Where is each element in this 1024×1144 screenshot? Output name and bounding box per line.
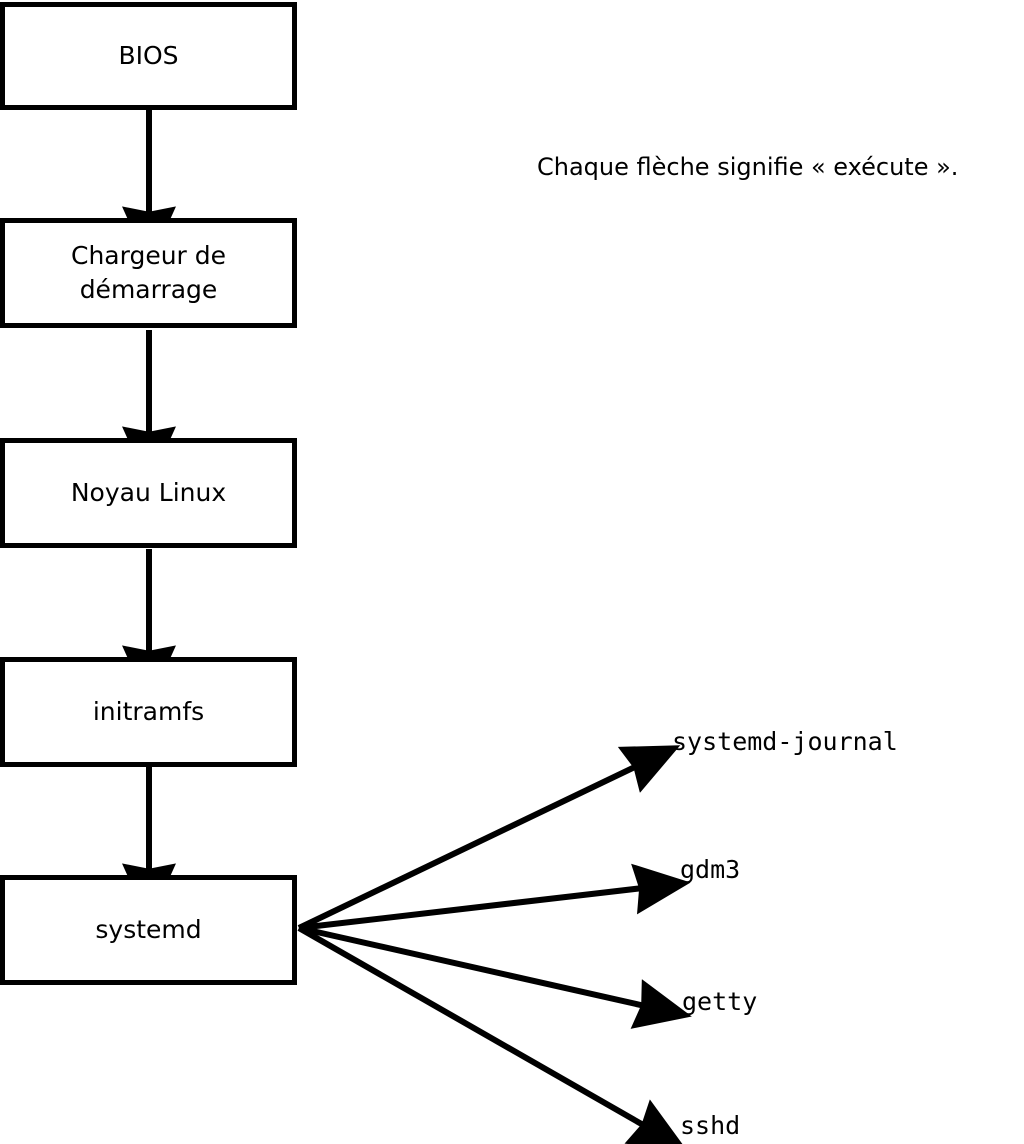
node-bootloader[interactable]: Chargeur de démarrage [0, 218, 297, 328]
arrow-systemd-to-gdm3 [298, 863, 691, 931]
leaf-label-systemd-journal: systemd-journal [672, 727, 898, 756]
node-systemd[interactable]: systemd [0, 875, 297, 985]
leaf-label-sshd: sshd [680, 1111, 741, 1140]
node-systemd-label: systemd [95, 915, 202, 944]
node-initramfs[interactable]: initramfs [0, 657, 297, 767]
arrow-systemd-to-systemd-journal [297, 745, 681, 931]
arrow-systemd-to-sshd [297, 925, 687, 1144]
node-bootloader-label: Chargeur de démarrage [70, 241, 227, 304]
arrow-semantics-annotation: Chaque flèche signifie « exécute ». [537, 153, 959, 181]
fanout-arrow-group [297, 745, 692, 1144]
node-bios[interactable]: BIOS [0, 2, 297, 110]
leaf-label-getty: getty [682, 987, 758, 1016]
leaf-label-gdm3: gdm3 [680, 855, 741, 884]
node-bios-label: BIOS [118, 41, 179, 70]
node-kernel[interactable]: Noyau Linux [0, 438, 297, 548]
arrow-systemd-to-getty [298, 925, 692, 1029]
node-kernel-label: Noyau Linux [70, 478, 227, 507]
node-initramfs-label: initramfs [92, 697, 205, 726]
